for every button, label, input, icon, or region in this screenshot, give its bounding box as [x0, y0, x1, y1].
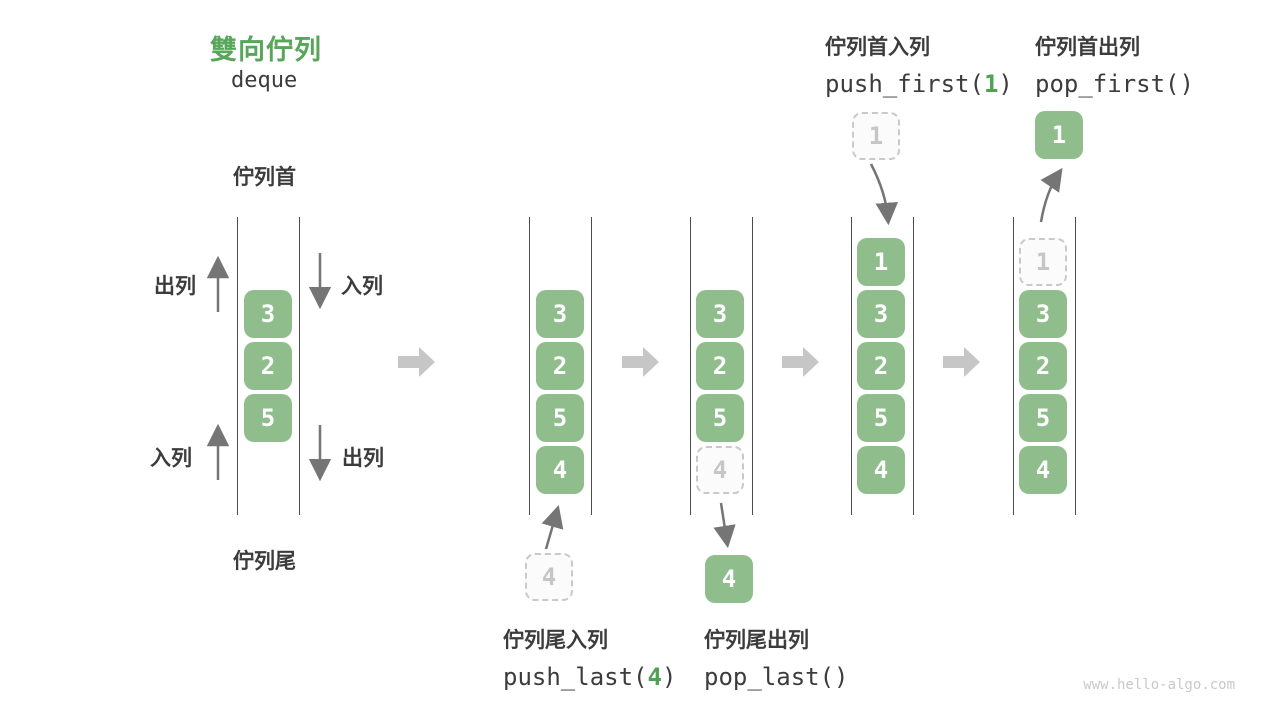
- dequeue-label-bottom-right: 出列: [342, 447, 384, 470]
- enqueue-label-bottom-left: 入列: [150, 447, 192, 470]
- enqueue-label-top-right: 入列: [341, 275, 383, 298]
- transition-arrow-3-icon: [782, 347, 819, 377]
- queue-cell: 2: [536, 342, 584, 390]
- op-pop-last-label: 佇列尾出列: [704, 629, 809, 652]
- queue-rails-4: [851, 217, 914, 515]
- queue-tail-label: 佇列尾: [233, 550, 296, 573]
- queue-cell-ghost: 1: [1019, 238, 1067, 286]
- op-push-first: 佇列首入列 push_first(1): [825, 31, 1013, 98]
- watermark: www.hello-algo.com: [1083, 677, 1235, 693]
- queue-cell: 3: [244, 290, 292, 338]
- queue-front-label: 佇列首: [233, 166, 296, 189]
- page-subtitle: deque: [231, 68, 298, 93]
- push-last-arrow-icon: [541, 504, 564, 550]
- push-first-arrow-icon: [869, 163, 898, 226]
- queue-cell: 1: [857, 238, 905, 286]
- op-push-first-code: push_first(1): [825, 70, 1013, 98]
- queue-cell: 3: [696, 290, 744, 338]
- queue-cell: 2: [857, 342, 905, 390]
- queue-cell: 2: [696, 342, 744, 390]
- op-push-last-label: 佇列尾入列: [503, 629, 608, 652]
- queue-cell: 5: [536, 394, 584, 442]
- queue-rails-1: [237, 217, 300, 515]
- op-push-first-label: 佇列首入列: [825, 36, 930, 59]
- queue-cell: 2: [244, 342, 292, 390]
- op-pop-last: 佇列尾出列 pop_last(): [704, 624, 849, 691]
- queue-cell: 5: [244, 394, 292, 442]
- queue-cell: 5: [857, 394, 905, 442]
- op-pop-first-code: pop_first(): [1035, 70, 1194, 98]
- queue-cell: 5: [1019, 394, 1067, 442]
- queue-cell: 4: [1019, 446, 1067, 494]
- pop-first-arrow-icon: [1039, 167, 1063, 223]
- queue-cell: 3: [536, 290, 584, 338]
- op-pop-first-label: 佇列首出列: [1035, 36, 1140, 59]
- queue-cell-ghost: 4: [696, 446, 744, 494]
- queue-cell: 2: [1019, 342, 1067, 390]
- queue-cell: 4: [857, 446, 905, 494]
- op-push-last-arg: 4: [647, 663, 662, 691]
- incoming-cell-push-last: 4: [525, 553, 573, 601]
- op-push-last: 佇列尾入列 push_last(4): [503, 624, 676, 691]
- op-pop-first: 佇列首出列 pop_first(): [1035, 31, 1194, 98]
- page-title: 雙向佇列: [210, 35, 322, 65]
- outgoing-cell-pop-first: 1: [1035, 111, 1083, 159]
- queue-cell: 4: [536, 446, 584, 494]
- transition-arrow-1-icon: [398, 347, 435, 377]
- transition-arrow-4-icon: [943, 347, 980, 377]
- transition-arrow-2-icon: [622, 347, 659, 377]
- dequeue-label-top-left: 出列: [154, 275, 196, 298]
- op-push-first-arg: 1: [983, 70, 999, 98]
- queue-cell: 3: [1019, 290, 1067, 338]
- op-push-last-code: push_last(4): [503, 663, 677, 691]
- queue-rails-2: [529, 217, 592, 515]
- queue-cell: 5: [696, 394, 744, 442]
- op-pop-last-code: pop_last(): [704, 663, 849, 691]
- outgoing-cell-pop-last: 4: [705, 555, 753, 603]
- queue-cell: 3: [857, 290, 905, 338]
- queue-rails-5: [1013, 217, 1076, 515]
- queue-rails-3: [690, 217, 753, 515]
- incoming-cell-push-first: 1: [852, 112, 900, 160]
